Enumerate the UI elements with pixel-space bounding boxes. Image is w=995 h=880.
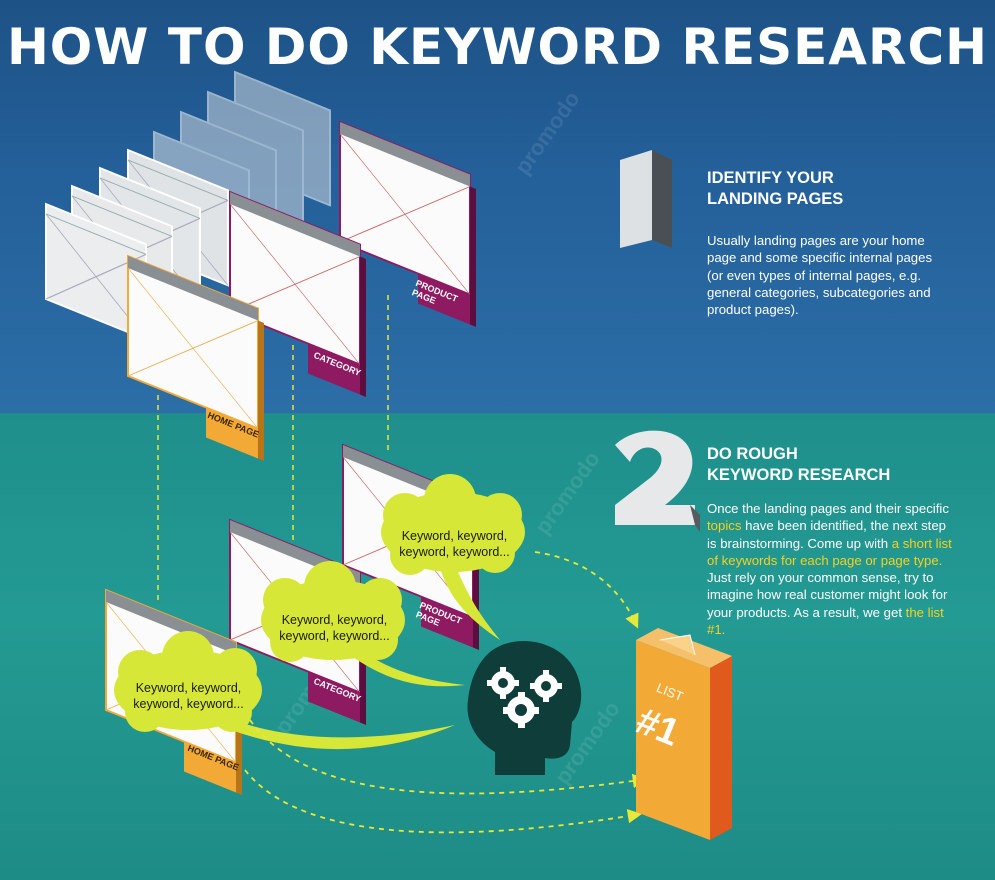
home-page-top (127, 254, 264, 461)
step-1-text: Usually landing pages are your home page… (707, 233, 933, 318)
product-page-top (339, 120, 476, 327)
bubble-text-product: Keyword, keyword,keyword, keyword... (399, 529, 510, 559)
number-2-graphic (615, 430, 700, 532)
category-page-top (229, 190, 366, 397)
bubble-text-home: Keyword, keyword,keyword, keyword... (133, 681, 244, 711)
step-2-text: Once the landing pages and their specifi… (707, 501, 952, 638)
speech-bubble-product (381, 474, 525, 640)
number-1-graphic (620, 150, 672, 248)
page-title: HOW TO DO KEYWORD RESEARCH (6, 18, 989, 76)
dashed-connectors (157, 295, 389, 600)
brain-head-icon (467, 640, 582, 775)
list-1-box (636, 628, 732, 840)
bubble-text-category: Keyword, keyword,keyword, keyword... (279, 613, 390, 643)
speech-bubble-category (261, 561, 465, 687)
speech-bubble-home (114, 631, 455, 750)
dashed-arrows (244, 551, 648, 834)
